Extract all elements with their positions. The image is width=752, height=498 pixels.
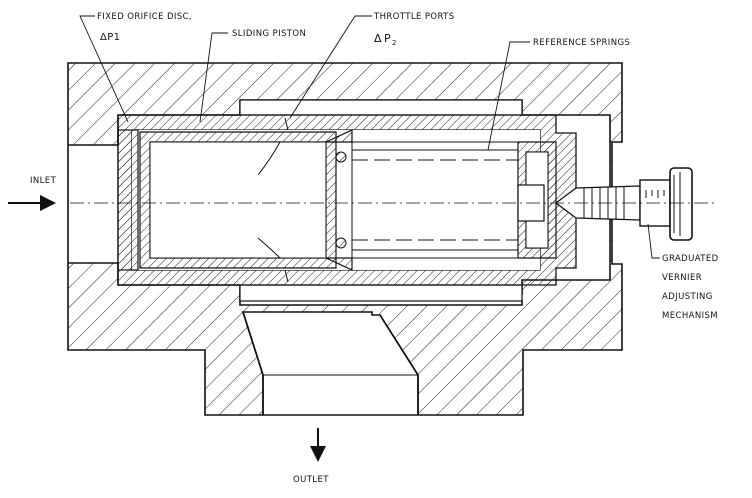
label-vernier: VERNIER xyxy=(662,273,702,283)
throttle-port xyxy=(284,117,289,131)
fixed-orifice-disc xyxy=(117,129,139,271)
label-delta-p1: ΔP1 xyxy=(100,32,120,43)
label-fixed-orifice: FIXED ORIFICE DISC, xyxy=(97,12,192,22)
label-reference-springs: REFERENCE SPRINGS xyxy=(533,38,630,48)
leader-graduated-vernier xyxy=(647,223,660,259)
label-throttle-ports: THROTTLE PORTS xyxy=(373,12,455,22)
reference-springs xyxy=(352,149,518,251)
label-mechanism: MECHANISM xyxy=(662,311,718,321)
spring-chamber xyxy=(351,141,519,259)
seal-ring xyxy=(335,151,347,163)
flow-curve xyxy=(257,141,281,176)
leader-throttle-ports xyxy=(289,15,372,119)
annular-chamber-bottom xyxy=(239,284,523,302)
seal-ring xyxy=(335,237,347,249)
throttle-port xyxy=(284,269,289,283)
label-sliding-piston: SLIDING PISTON xyxy=(232,29,306,39)
vernier-graduations xyxy=(645,172,681,236)
label-graduated: GRADUATED xyxy=(662,254,719,264)
leader-reference-springs xyxy=(487,41,530,151)
inlet-label: INLET xyxy=(30,176,57,186)
piston-chamfer xyxy=(325,129,353,271)
leader-sliding-piston xyxy=(199,32,228,123)
leader-fixed-orifice xyxy=(79,15,129,123)
annular-chamber-top xyxy=(239,99,523,116)
flow-curve xyxy=(257,237,281,259)
piston-cavity xyxy=(149,141,327,259)
vernier-knob xyxy=(669,167,693,241)
outlet-label: OUTLET xyxy=(293,475,329,485)
label-adjusting: ADJUSTING xyxy=(662,292,713,302)
